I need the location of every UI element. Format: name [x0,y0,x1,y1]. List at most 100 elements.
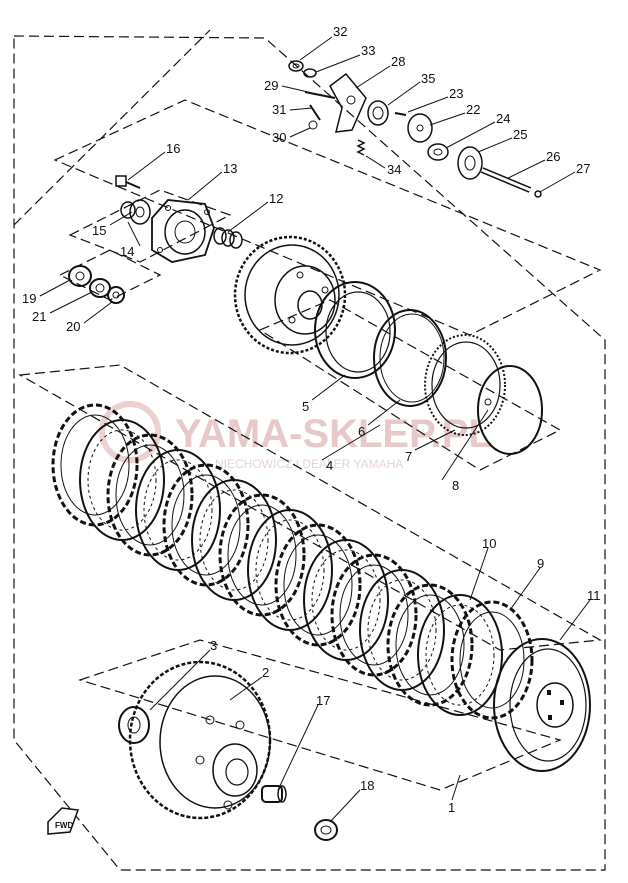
part-6-ring [373,309,447,407]
part-26-pushrod [480,167,532,193]
watermark: YAMA-SKLEP.PL NIECHOWICZ I DEALER YAMAHA [99,401,493,471]
part-13-pressure-plate [151,199,215,263]
label-24: 24 [496,111,510,126]
label-27: 27 [576,161,590,176]
housing-group-box [78,639,562,791]
part-28-lever [329,72,367,133]
part-34-spring [356,139,366,156]
part-20-washer [107,286,125,304]
part-8-wire-ring [477,365,543,455]
label-5: 5 [302,399,309,414]
part-16-bolt [115,175,141,189]
part-30-clip [308,120,318,130]
label-16: 16 [166,141,180,156]
outer-divider [13,29,211,226]
label-34: 34 [387,162,401,177]
plate-04 [135,449,221,571]
plate-08 [247,509,333,631]
release-mechanism [288,60,542,198]
label-26: 26 [546,149,560,164]
label-19: 19 [22,291,36,306]
part-14-bush [120,201,136,219]
plate-02 [79,419,165,541]
label-30: 30 [272,130,286,145]
plate-07 [218,493,306,617]
part-11-damper [493,638,591,772]
label-28: 28 [391,54,405,69]
label-8: 8 [452,478,459,493]
label-23: 23 [449,86,463,101]
label-7: 7 [405,449,412,464]
fwd-badge-text: FWD [55,821,73,830]
label-12: 12 [269,191,283,206]
part-7-steel-plate [424,334,506,436]
plate-01 [51,403,139,527]
label-25: 25 [513,127,527,142]
plate-13 [386,583,474,707]
plate-12 [359,569,445,691]
label-4: 4 [326,458,333,473]
outer-boundary [13,35,606,871]
label-3: 3 [210,638,217,653]
part-labels: 32 33 28 29 35 23 31 22 24 30 25 34 26 2… [22,24,601,815]
fwd-arrow-icon: FWD [47,807,80,835]
label-35: 35 [421,71,435,86]
label-1: 1 [448,800,455,815]
part-21-washer [89,278,111,298]
part-2-housing [128,660,272,820]
part-19-washer [68,265,92,287]
hub-assembly [68,175,243,304]
plate-10 [303,539,389,661]
label-11: 11 [587,588,601,603]
part-32-nut [288,60,304,72]
part-15-bearing [129,199,151,225]
part-22-plate [407,113,433,143]
part-5-plate [314,281,396,379]
label-33: 33 [361,43,375,58]
plate-11 [330,553,418,677]
part-3-thrust-washer [118,706,150,744]
part-18-washer [314,819,338,841]
label-17: 17 [316,693,330,708]
label-15: 15 [92,223,106,238]
label-9: 9 [537,556,544,571]
plate-05 [162,463,250,587]
rings-group [314,281,543,455]
part-27-ball [534,190,542,198]
label-18: 18 [360,778,374,793]
plate-09 [274,523,362,647]
hub-group-box [53,99,602,336]
label-10: 10 [482,536,496,551]
part-29-bolt [304,91,336,99]
label-21: 21 [32,309,46,324]
watermark-logo-ring [99,401,161,463]
watermark-brand: YAMA-SKLEP.PL [175,412,493,456]
part-33-washer [303,68,317,78]
plate-stack [51,403,534,720]
part-9-plate [450,600,534,720]
label-29: 29 [264,78,278,93]
label-22: 22 [466,102,480,117]
label-14: 14 [120,244,134,259]
plate-06 [191,479,277,601]
watermark-tagline: NIECHOWICZ I DEALER YAMAHA [215,457,403,471]
label-32: 32 [333,24,347,39]
label-31: 31 [272,102,286,117]
part-35-bearing [367,100,389,126]
plate-stack-box [18,364,602,651]
plate-03 [106,433,194,557]
part-12-spring [213,227,243,249]
label-13: 13 [223,161,237,176]
leader-lines [39,36,591,823]
part-31-pin [309,104,321,121]
plate-14 [417,594,503,716]
label-2: 2 [262,665,269,680]
part-24-washer [427,143,449,161]
part-17-spacer [261,785,287,803]
label-20: 20 [66,319,80,334]
part-25-cup [457,146,483,180]
rings-group-box [258,299,562,471]
washer-group-box [58,249,162,301]
label-6: 6 [358,424,365,439]
